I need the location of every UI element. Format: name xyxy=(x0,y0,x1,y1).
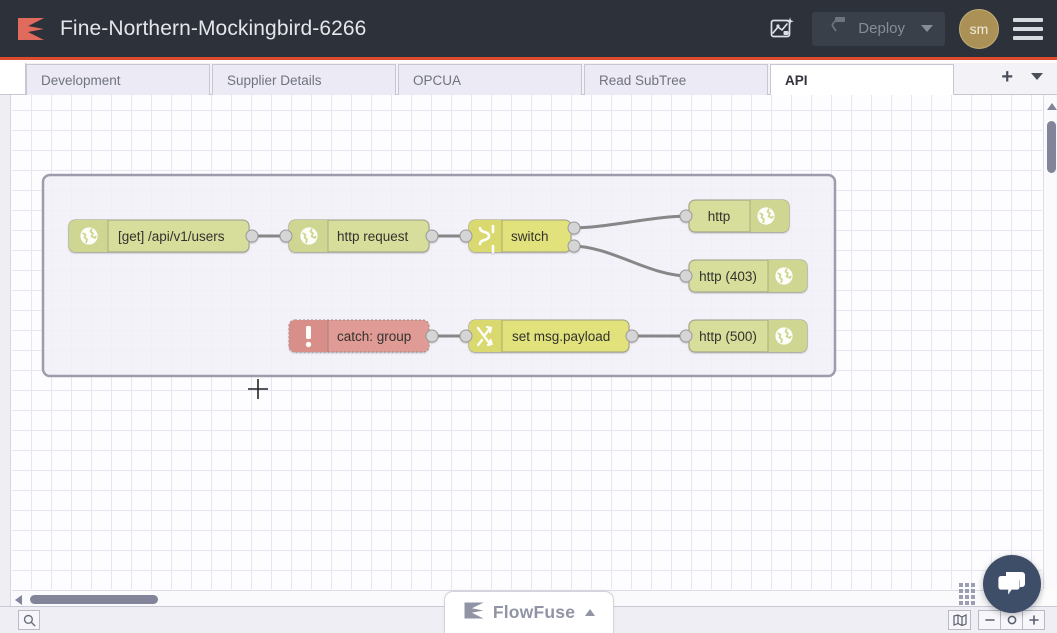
port-input[interactable] xyxy=(679,209,693,223)
node-http-response-500[interactable]: http (500) xyxy=(679,319,808,353)
scroll-left-arrow-icon[interactable] xyxy=(15,595,22,605)
tab-label: API xyxy=(785,72,808,88)
app-header: Fine-Northern-Mockingbird-6266 xyxy=(0,0,1057,60)
wire-switch-to-http[interactable] xyxy=(569,214,691,230)
avatar[interactable]: sm xyxy=(959,8,999,49)
zoom-out-button[interactable] xyxy=(978,610,1001,630)
tab-development[interactable]: Development xyxy=(26,64,210,95)
zoom-in-button[interactable] xyxy=(1022,610,1045,630)
ai-flow-assistant-icon[interactable] xyxy=(760,0,804,59)
globe-icon xyxy=(775,327,793,345)
node-label: catch: group xyxy=(337,329,411,344)
port-input[interactable] xyxy=(459,329,473,343)
node-http-in[interactable]: [get] /api/v1/users xyxy=(68,219,259,253)
globe-icon xyxy=(300,227,318,245)
port-output-1[interactable] xyxy=(567,239,581,253)
tab-bar-gutter xyxy=(0,63,26,94)
workspace-left-gutter xyxy=(0,95,11,606)
port-output[interactable] xyxy=(425,329,439,343)
chevron-up-icon[interactable] xyxy=(585,609,596,616)
node-label: http (403) xyxy=(699,269,757,284)
tab-label: Read SubTree xyxy=(599,72,687,88)
node-label: http (500) xyxy=(699,329,757,344)
node-label: http request xyxy=(337,229,409,244)
flowfuse-logo-icon xyxy=(16,16,46,42)
port-input[interactable] xyxy=(279,229,293,243)
scroll-up-arrow-icon[interactable] xyxy=(1047,103,1057,110)
port-input[interactable] xyxy=(679,269,693,283)
tab-label: Supplier Details xyxy=(227,72,322,88)
tab-label: Development xyxy=(41,72,121,88)
deploy-button[interactable]: Deploy xyxy=(812,11,945,46)
node-change[interactable]: set msg.payload xyxy=(459,319,639,353)
flowfuse-logo-icon xyxy=(463,601,485,625)
flow-graph: [get] /api/v1/users http request xyxy=(41,173,837,399)
node-http-response-403[interactable]: http (403) xyxy=(679,259,808,293)
canvas-view-controls xyxy=(948,610,1057,630)
crosshair-cursor xyxy=(248,379,268,399)
canvas-vertical-scrollbar[interactable] xyxy=(1043,95,1057,589)
header-actions: Deploy sm xyxy=(760,0,1057,57)
port-input[interactable] xyxy=(679,329,693,343)
node-label: [get] /api/v1/users xyxy=(118,229,225,244)
globe-icon xyxy=(775,267,793,285)
globe-icon xyxy=(757,207,775,225)
page-title: Fine-Northern-Mockingbird-6266 xyxy=(60,16,367,40)
node-label: http xyxy=(708,209,731,224)
node-http-response[interactable]: http xyxy=(679,199,790,233)
flow-tab-bar: Development Supplier Details OPCUA Read … xyxy=(0,63,1057,95)
search-icon[interactable] xyxy=(18,610,40,630)
warning-icon xyxy=(305,326,312,348)
flowfuse-label: FlowFuse xyxy=(492,602,576,622)
tab-list-chevron-down-icon[interactable] xyxy=(1031,73,1043,80)
flowfuse-panel-toggle[interactable]: FlowFuse xyxy=(444,591,614,633)
deploy-button-label: Deploy xyxy=(858,20,905,37)
tab-bar-actions: + xyxy=(983,63,1057,94)
switch-icon xyxy=(478,224,495,254)
node-label: set msg.payload xyxy=(512,329,610,344)
drag-handle-dots-icon[interactable] xyxy=(959,583,975,605)
vertical-scroll-thumb[interactable] xyxy=(1047,121,1056,173)
tab-opcua[interactable]: OPCUA xyxy=(398,64,582,95)
node-catch[interactable]: catch: group xyxy=(288,319,439,353)
port-output[interactable] xyxy=(425,229,439,243)
node-http-request[interactable]: http request xyxy=(279,219,439,253)
tab-api[interactable]: API xyxy=(770,64,954,95)
flow-canvas[interactable]: [get] /api/v1/users http request xyxy=(12,95,1042,589)
port-output[interactable] xyxy=(245,229,259,243)
deploy-nodes-icon xyxy=(822,16,848,41)
port-input[interactable] xyxy=(459,229,473,243)
tab-label: OPCUA xyxy=(413,72,462,88)
node-switch[interactable]: switch xyxy=(459,219,581,254)
horizontal-scroll-thumb[interactable] xyxy=(30,595,158,604)
wire-switch-to-http-403[interactable] xyxy=(569,244,691,278)
hamburger-menu-icon[interactable] xyxy=(1013,17,1043,40)
port-output-0[interactable] xyxy=(567,221,581,235)
chat-bubble-icon[interactable] xyxy=(983,555,1041,613)
chevron-down-icon[interactable] xyxy=(921,25,933,32)
tab-supplier-details[interactable]: Supplier Details xyxy=(212,64,396,95)
node-label: switch xyxy=(511,229,549,244)
globe-icon xyxy=(80,227,98,245)
change-icon xyxy=(476,325,493,347)
port-output[interactable] xyxy=(625,329,639,343)
tab-read-subtree[interactable]: Read SubTree xyxy=(584,64,768,95)
workspace: [get] /api/v1/users http request xyxy=(0,95,1057,606)
zoom-reset-button[interactable] xyxy=(1000,610,1023,630)
navigator-map-icon[interactable] xyxy=(948,610,971,630)
add-tab-button[interactable]: + xyxy=(1001,65,1013,88)
